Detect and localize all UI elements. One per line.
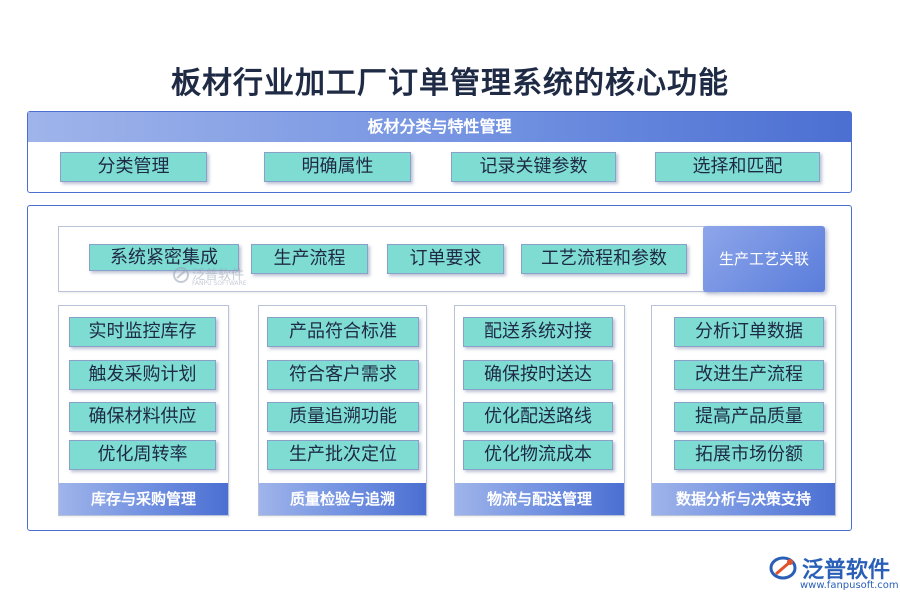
production-process-tag: 生产工艺关联	[703, 226, 825, 292]
col1-item-1: 实时监控库存	[69, 317, 216, 347]
col3-footer: 物流与配送管理	[455, 483, 624, 515]
col3-item-2: 确保按时送达	[463, 360, 613, 390]
top-item-3: 记录关键参数	[451, 152, 616, 182]
top-item-1: 分类管理	[60, 152, 207, 182]
col4-item-3: 提高产品质量	[674, 402, 824, 432]
col1-footer: 库存与采购管理	[59, 483, 228, 515]
col2-item-4: 生产批次定位	[267, 440, 419, 470]
watermark-en: FANPU SOFTWARE	[192, 280, 247, 287]
col4-item-4: 拓展市场份额	[674, 440, 824, 470]
middle-item-1: 系统紧密集成	[89, 244, 239, 271]
col4-item-2: 改进生产流程	[674, 360, 824, 390]
col1-item-2: 触发采购计划	[69, 360, 216, 390]
top-panel: 板材分类与特性管理 分类管理 明确属性 记录关键参数 选择和匹配	[27, 111, 852, 193]
col1-item-4: 优化周转率	[69, 440, 216, 470]
main-panel: 系统紧密集成 生产流程 订单要求 工艺流程和参数 生产工艺关联 泛普软件 FAN…	[27, 205, 852, 531]
brand-url: www.fanpusoft.com	[800, 580, 899, 591]
middle-item-2: 生产流程	[251, 244, 368, 274]
column-quality: 产品符合标准 符合客户需求 质量追溯功能 生产批次定位 质量检验与追溯	[258, 305, 427, 516]
top-panel-header: 板材分类与特性管理	[28, 112, 851, 142]
watermark-logo-icon	[173, 267, 189, 283]
watermark-cn: 泛普软件	[192, 268, 245, 283]
col1-item-3: 确保材料供应	[69, 402, 216, 432]
middle-item-4: 工艺流程和参数	[521, 244, 687, 274]
col4-item-1: 分析订单数据	[674, 317, 824, 347]
col4-footer: 数据分析与决策支持	[652, 483, 835, 515]
middle-item-3: 订单要求	[387, 244, 504, 274]
brand-logo: 泛普软件	[768, 552, 890, 584]
col3-item-4: 优化物流成本	[463, 440, 613, 470]
col3-item-1: 配送系统对接	[463, 317, 613, 347]
col2-item-3: 质量追溯功能	[267, 402, 419, 432]
brand-name: 泛普软件	[802, 558, 891, 583]
top-item-4: 选择和匹配	[655, 152, 820, 182]
col2-footer: 质量检验与追溯	[259, 483, 426, 515]
diagram-title: 板材行业加工厂订单管理系统的核心功能	[171, 66, 729, 101]
col3-item-3: 优化配送路线	[463, 402, 613, 432]
brand-logo-icon	[769, 556, 797, 580]
top-item-2: 明确属性	[264, 152, 411, 182]
col2-item-1: 产品符合标准	[267, 317, 419, 347]
column-analytics: 分析订单数据 改进生产流程 提高产品质量 拓展市场份额 数据分析与决策支持	[651, 305, 836, 516]
column-inventory: 实时监控库存 触发采购计划 确保材料供应 优化周转率 库存与采购管理	[58, 305, 229, 516]
col2-item-2: 符合客户需求	[267, 360, 419, 390]
column-logistics: 配送系统对接 确保按时送达 优化配送路线 优化物流成本 物流与配送管理	[454, 305, 625, 516]
